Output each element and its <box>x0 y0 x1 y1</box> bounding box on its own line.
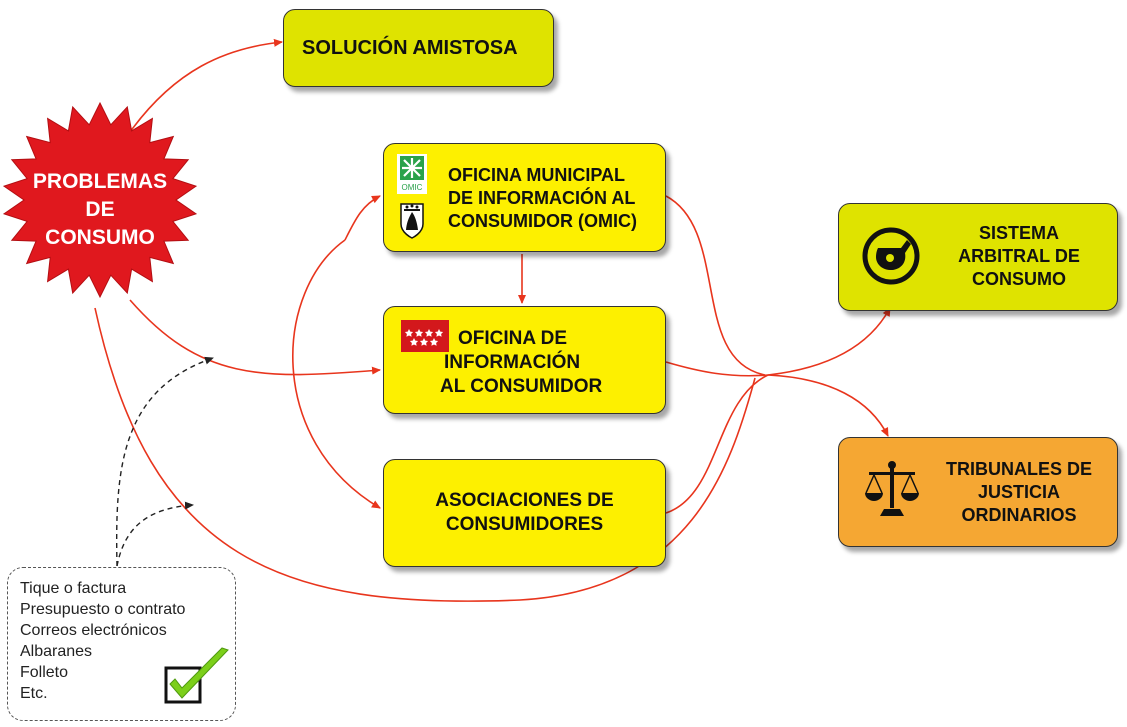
node-asoc-line-1: ASOCIACIONES DE <box>435 490 614 511</box>
node-omic-line-2: DE INFORMACIÓN AL <box>448 188 636 208</box>
arrow-to-oic <box>129 299 381 376</box>
arrow-to-arbitral <box>767 307 891 376</box>
omic-logo-icon: OMIC <box>397 154 427 194</box>
document-item: Tique o factura <box>20 580 127 597</box>
node-solucion-amistosa-label: SOLUCIÓN AMISTOSA <box>302 36 518 59</box>
node-asociaciones-label: ASOCIACIONES DE CONSUMIDORES <box>384 489 665 537</box>
center-label-line-1: PROBLEMAS <box>32 170 168 193</box>
node-omic-line-3: CONSUMIDOR (OMIC) <box>448 211 637 231</box>
arrow-asoc-to-merge <box>665 374 769 514</box>
document-item: Presupuesto o contrato <box>20 601 186 618</box>
node-omic: OMIC OFICINA MUNICIPAL DE INFORMACIÓN AL… <box>383 143 666 252</box>
whistle-icon <box>861 226 921 286</box>
node-sistema-arbitral-label: SISTEMA ARBITRAL DE CONSUMO <box>929 222 1109 291</box>
node-oic-line-3: AL CONSUMIDOR <box>440 376 603 397</box>
arrow-to-omic-and-asoc <box>292 239 381 509</box>
node-oficina-informacion-label: OFICINA DE INFORMACIÓN AL CONSUMIDOR <box>440 327 602 399</box>
node-asoc-line-2: CONSUMIDORES <box>445 514 604 535</box>
scales-icon <box>863 460 921 520</box>
arrow-oic-to-merge <box>665 361 769 377</box>
document-item: Etc. <box>20 685 48 702</box>
madrid-shield-icon <box>398 200 426 240</box>
node-omic-label: OFICINA MUNICIPAL DE INFORMACIÓN AL CONS… <box>448 164 637 233</box>
starburst-shape <box>2 101 198 299</box>
node-asociaciones: ASOCIACIONES DE CONSUMIDORES <box>383 459 666 567</box>
connectors <box>94 38 891 602</box>
arrow-to-tribunales <box>767 374 889 437</box>
arrow-to-omic-top <box>344 195 381 241</box>
node-tribunales-line-1: TRIBUNALES DE <box>945 459 1092 479</box>
document-item: Correos electrónicos <box>20 622 167 639</box>
arrow-omic-to-merge <box>665 195 766 376</box>
node-oic-line-2: INFORMACIÓN <box>444 352 581 373</box>
center-label-line-2: DE <box>85 198 115 221</box>
arrow-star-to-merge <box>94 307 756 602</box>
node-sistema-arbitral: SISTEMA ARBITRAL DE CONSUMO <box>838 203 1118 311</box>
node-oic-line-1: OFICINA DE <box>458 328 568 349</box>
node-tribunales-label: TRIBUNALES DE JUSTICIA ORDINARIOS <box>929 458 1109 527</box>
dashed-arrow-lower <box>116 501 194 567</box>
omic-logo-text: OMIC <box>402 183 423 192</box>
center-label: PROBLEMAS DE CONSUMO <box>18 168 182 252</box>
checkbox-check-icon <box>158 646 230 708</box>
dashed-arrow-upper <box>116 356 214 567</box>
arrow-to-amistosa <box>129 38 283 133</box>
node-tribunales-line-2: JUSTICIA <box>977 482 1060 502</box>
center-label-line-3: CONSUMO <box>45 226 155 249</box>
documents-box: Tique o factura Presupuesto o contrato C… <box>7 567 236 721</box>
document-connectors <box>116 356 214 567</box>
node-omic-line-1: OFICINA MUNICIPAL <box>448 165 625 185</box>
node-tribunales: TRIBUNALES DE JUSTICIA ORDINARIOS <box>838 437 1118 547</box>
node-arbitral-line-3: CONSUMO <box>972 269 1066 289</box>
document-item: Folleto <box>20 664 69 681</box>
document-item: Albaranes <box>20 643 93 660</box>
node-tribunales-line-3: ORDINARIOS <box>961 505 1077 525</box>
node-arbitral-line-2: ARBITRAL DE <box>958 246 1080 266</box>
documents-list: Tique o factura Presupuesto o contrato C… <box>8 568 235 704</box>
madrid-flag-icon <box>401 320 449 352</box>
node-arbitral-line-1: SISTEMA <box>978 223 1059 243</box>
node-oficina-informacion: OFICINA DE INFORMACIÓN AL CONSUMIDOR <box>383 306 666 414</box>
node-solucion-amistosa: SOLUCIÓN AMISTOSA <box>283 9 554 87</box>
